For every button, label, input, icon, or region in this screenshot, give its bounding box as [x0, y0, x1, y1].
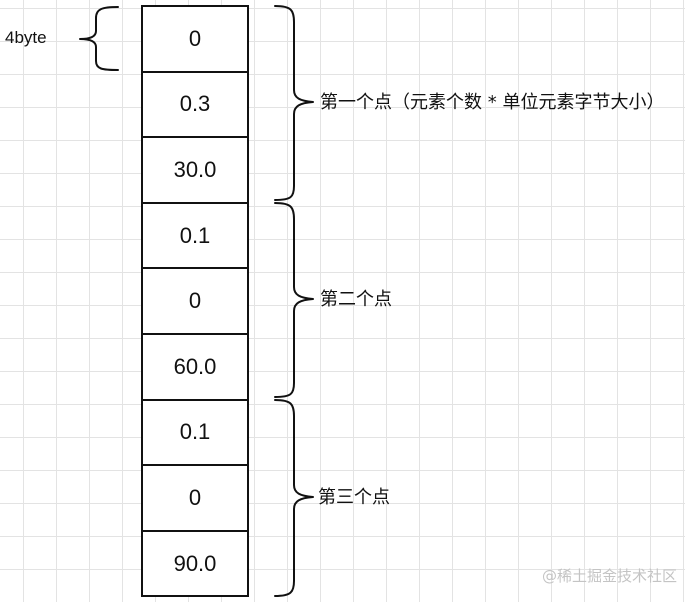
memory-cell: 0.3 [143, 73, 247, 139]
group-label-2: 第二个点 [320, 289, 392, 310]
group-label-3: 第三个点 [318, 487, 390, 508]
memory-cell: 0 [143, 7, 247, 73]
group-brace-1 [274, 5, 314, 201]
group-label-1: 第一个点（元素个数 * 单位元素字节大小） [320, 92, 665, 113]
byte-size-label: 4byte [5, 28, 47, 47]
memory-cell-stack: 0 0.3 30.0 0.1 0 60.0 0.1 0 90.0 [141, 5, 249, 598]
memory-cell: 0.1 [143, 204, 247, 270]
memory-cell: 0.1 [143, 401, 247, 467]
group-brace-2 [274, 202, 314, 398]
memory-cell: 0 [143, 466, 247, 532]
watermark: @稀土掘金技术社区 [541, 567, 677, 585]
memory-cell: 0 [143, 269, 247, 335]
memory-cell: 60.0 [143, 335, 247, 401]
byte-brace [79, 6, 119, 71]
memory-cell: 30.0 [143, 138, 247, 204]
memory-cell: 90.0 [143, 532, 247, 598]
group-brace-3 [274, 399, 314, 597]
